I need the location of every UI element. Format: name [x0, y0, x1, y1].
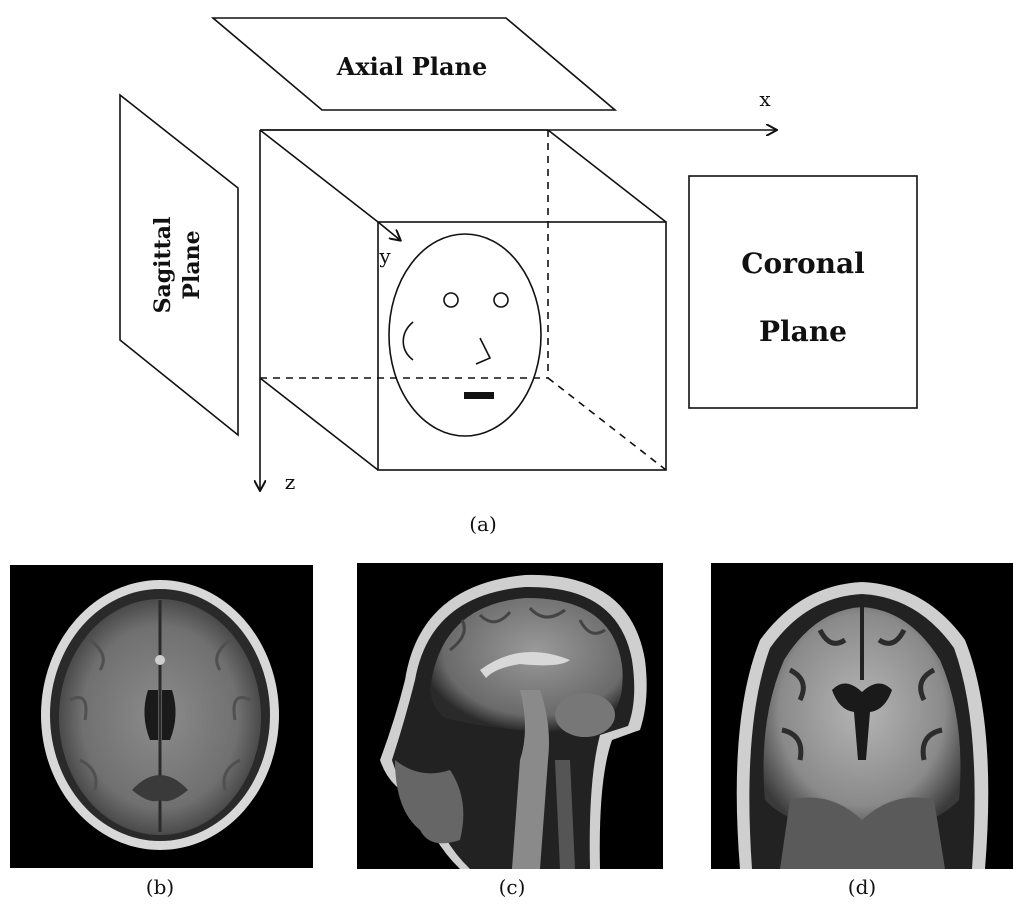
ear: [403, 322, 413, 360]
face-outline: [389, 234, 541, 436]
caption-b: (b): [146, 875, 174, 899]
caption-c: (c): [499, 875, 526, 899]
y-axis-arrow: [378, 222, 400, 240]
axial-plane: Axial Plane: [213, 18, 615, 110]
coronal-plane-label-line2: Plane: [759, 315, 847, 348]
right-eye: [494, 293, 508, 307]
mouth: [464, 392, 494, 399]
sagittal-mri-image: [357, 563, 663, 869]
coronal-plane-label-line1: Coronal: [741, 247, 865, 280]
caption-a: (a): [469, 512, 497, 536]
x-axis-label: x: [759, 87, 771, 111]
cube: [260, 130, 666, 470]
face-drawing: [389, 234, 541, 436]
coronal-mri-image: [711, 563, 1013, 869]
z-axis-label: z: [285, 470, 296, 494]
plane-diagram: Axial Plane Sagittal Plane Coronal Plane: [120, 18, 917, 536]
sagittal-plane-label-line1: Sagittal: [150, 217, 176, 314]
axial-plane-label: Axial Plane: [336, 52, 488, 81]
sagittal-plane-label-line2: Plane: [179, 230, 205, 299]
axial-mri-image: [10, 565, 313, 868]
left-eye: [444, 293, 458, 307]
y-axis-label: y: [378, 244, 391, 268]
coronal-plane: Coronal Plane: [689, 176, 917, 408]
caption-d: (d): [848, 875, 876, 899]
sagittal-plane: Sagittal Plane: [120, 95, 238, 435]
nose: [476, 338, 490, 364]
